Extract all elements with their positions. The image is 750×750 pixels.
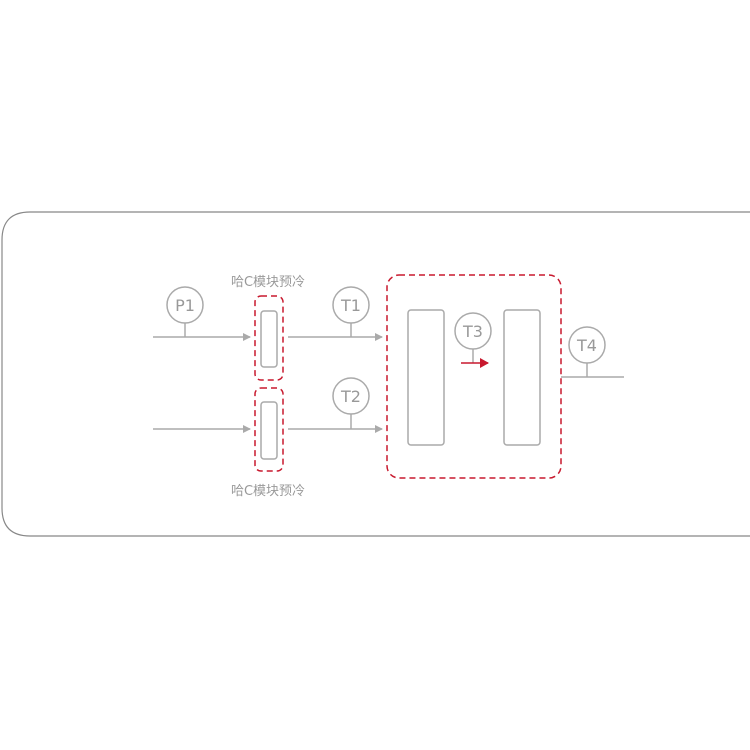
precool-box-top — [254, 295, 284, 381]
t1-label: T1 — [340, 296, 361, 315]
precool-module-top — [260, 310, 278, 368]
main-module-left — [407, 309, 445, 446]
t3-label: T3 — [462, 322, 483, 341]
p1-label: P1 — [175, 296, 195, 315]
t1-gauge — [332, 286, 370, 324]
t4-gauge — [568, 326, 606, 364]
outer-frame — [1, 211, 750, 537]
precool-label-bottom: 哈C模块预冷 — [231, 484, 305, 499]
t3-gauge — [454, 312, 492, 350]
p1-gauge — [166, 286, 204, 324]
t4-label: T4 — [576, 336, 597, 355]
precool-box-bottom — [254, 387, 284, 472]
main-module-right — [503, 309, 541, 446]
precool-module-bottom — [260, 401, 278, 460]
precool-label-top: 哈C模块预冷 — [231, 275, 305, 290]
t2-gauge — [332, 377, 370, 415]
t2-label: T2 — [340, 387, 361, 406]
main-module-box — [386, 274, 562, 479]
